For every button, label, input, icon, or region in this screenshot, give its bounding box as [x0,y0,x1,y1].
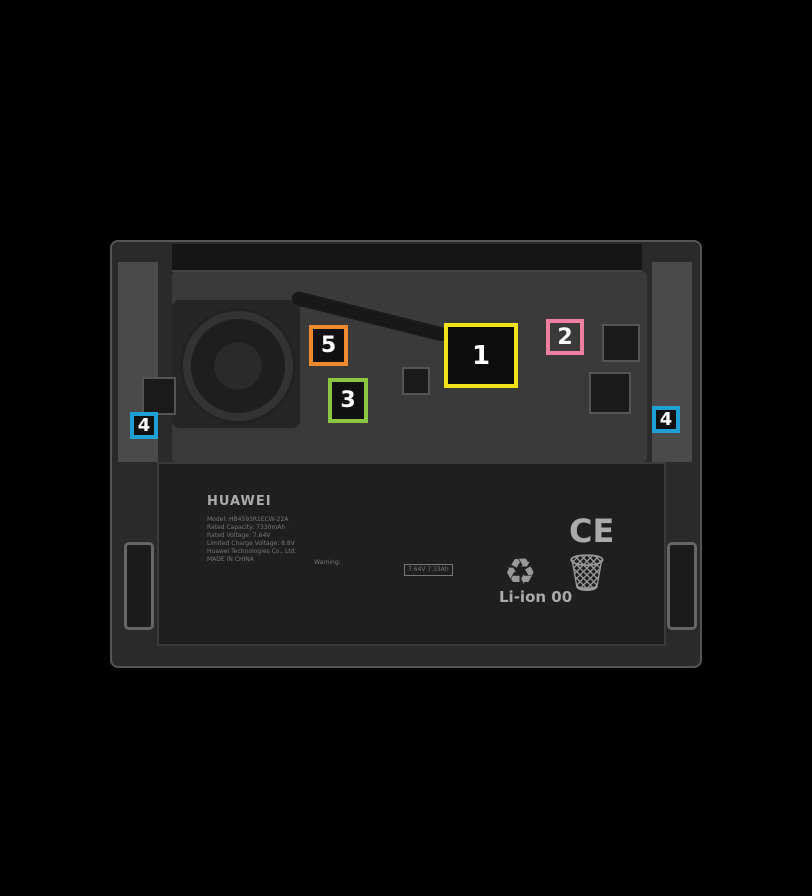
weee-bin-icon: 🗑 [564,553,610,594]
recycle-icon: ♻ [504,552,537,593]
callout-5: 5 [309,325,348,366]
callout-4-right: 4 [652,406,680,433]
spec-line: MADE IN CHINA [207,556,254,563]
chip [142,377,176,415]
spec-line: Model: HB4593R1ECW-22A [207,516,289,523]
battery-spec-lines: Model: HB4593R1ECW-22A Rated Capacity: 7… [207,516,327,564]
chip [589,372,631,414]
callout-2: 2 [546,319,584,355]
hinge-bar [172,244,642,272]
callout-1-cpu: 1 [444,323,518,388]
battery-brand: HUAWEI [207,494,272,509]
left-speaker [124,542,154,630]
battery-rating: 7.64V 7.33Ah [404,564,453,576]
spec-line: Rated Capacity: 7330mAh [207,524,286,531]
callout-4-left: 4 [130,412,158,439]
li-ion-mark: Li-ion 00 [499,588,573,606]
ce-mark: CE [569,512,615,550]
chip [602,324,640,362]
spec-line: Rated Voltage: 7.64V [207,532,271,539]
laptop-internals: HUAWEI Model: HB4593R1ECW-22A Rated Capa… [110,240,702,668]
battery-warning: Warning: [314,559,341,566]
callout-3: 3 [328,378,368,423]
cooling-fan [180,308,296,424]
spec-line: Huawei Technologies Co., Ltd. [207,548,297,555]
battery: HUAWEI Model: HB4593R1ECW-22A Rated Capa… [157,462,666,646]
right-speaker [667,542,697,630]
spec-line: Limited Charge Voltage: 8.8V [207,540,295,547]
chip [402,367,430,395]
